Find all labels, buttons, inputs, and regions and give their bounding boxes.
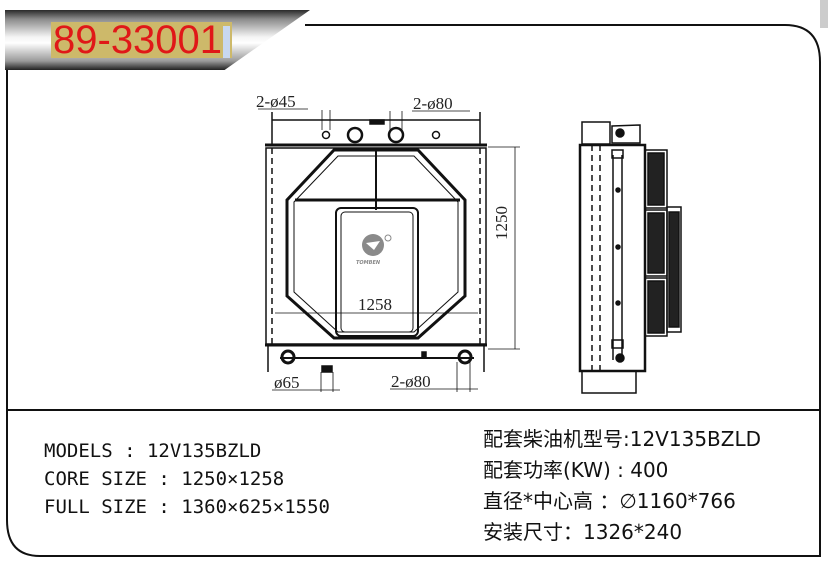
dim-drain: ø65 <box>274 373 300 392</box>
spec-models: MODELS : 12V135BZLD <box>44 440 262 462</box>
dim-core-width: 1258 <box>358 295 392 314</box>
brand-logo-icon <box>362 234 392 256</box>
spec-mount: 安装尺寸：1326*240 <box>483 520 683 544</box>
logo-text: TOMBEN <box>356 260 381 266</box>
side-view-drawing <box>578 121 682 394</box>
spec-core-size: CORE SIZE : 1250×1258 <box>44 468 285 490</box>
dim-core-height: 1250 <box>492 206 511 240</box>
spec-full-size: FULL SIZE : 1360×625×1550 <box>44 496 330 518</box>
dim-inlet-large: 2-ø80 <box>413 94 453 113</box>
spec-engine-model: 配套柴油机型号:12V135BZLD <box>483 427 762 451</box>
part-number: 89-33001 <box>51 20 233 60</box>
specs-english: MODELS : 12V135BZLD CORE SIZE : 1250×125… <box>44 437 330 521</box>
specs-chinese: 配套柴油机型号:12V135BZLD 配套功率(KW) : 400 直径*中心高… <box>483 424 761 548</box>
front-view-drawing <box>258 108 520 392</box>
spec-power: 配套功率(KW) : 400 <box>483 458 669 482</box>
spec-fan: 直径*中心高 ：∅1160*766 <box>483 489 736 513</box>
dim-outlet: 2-ø80 <box>391 372 431 391</box>
dim-inlet-small: 2-ø45 <box>256 92 296 111</box>
